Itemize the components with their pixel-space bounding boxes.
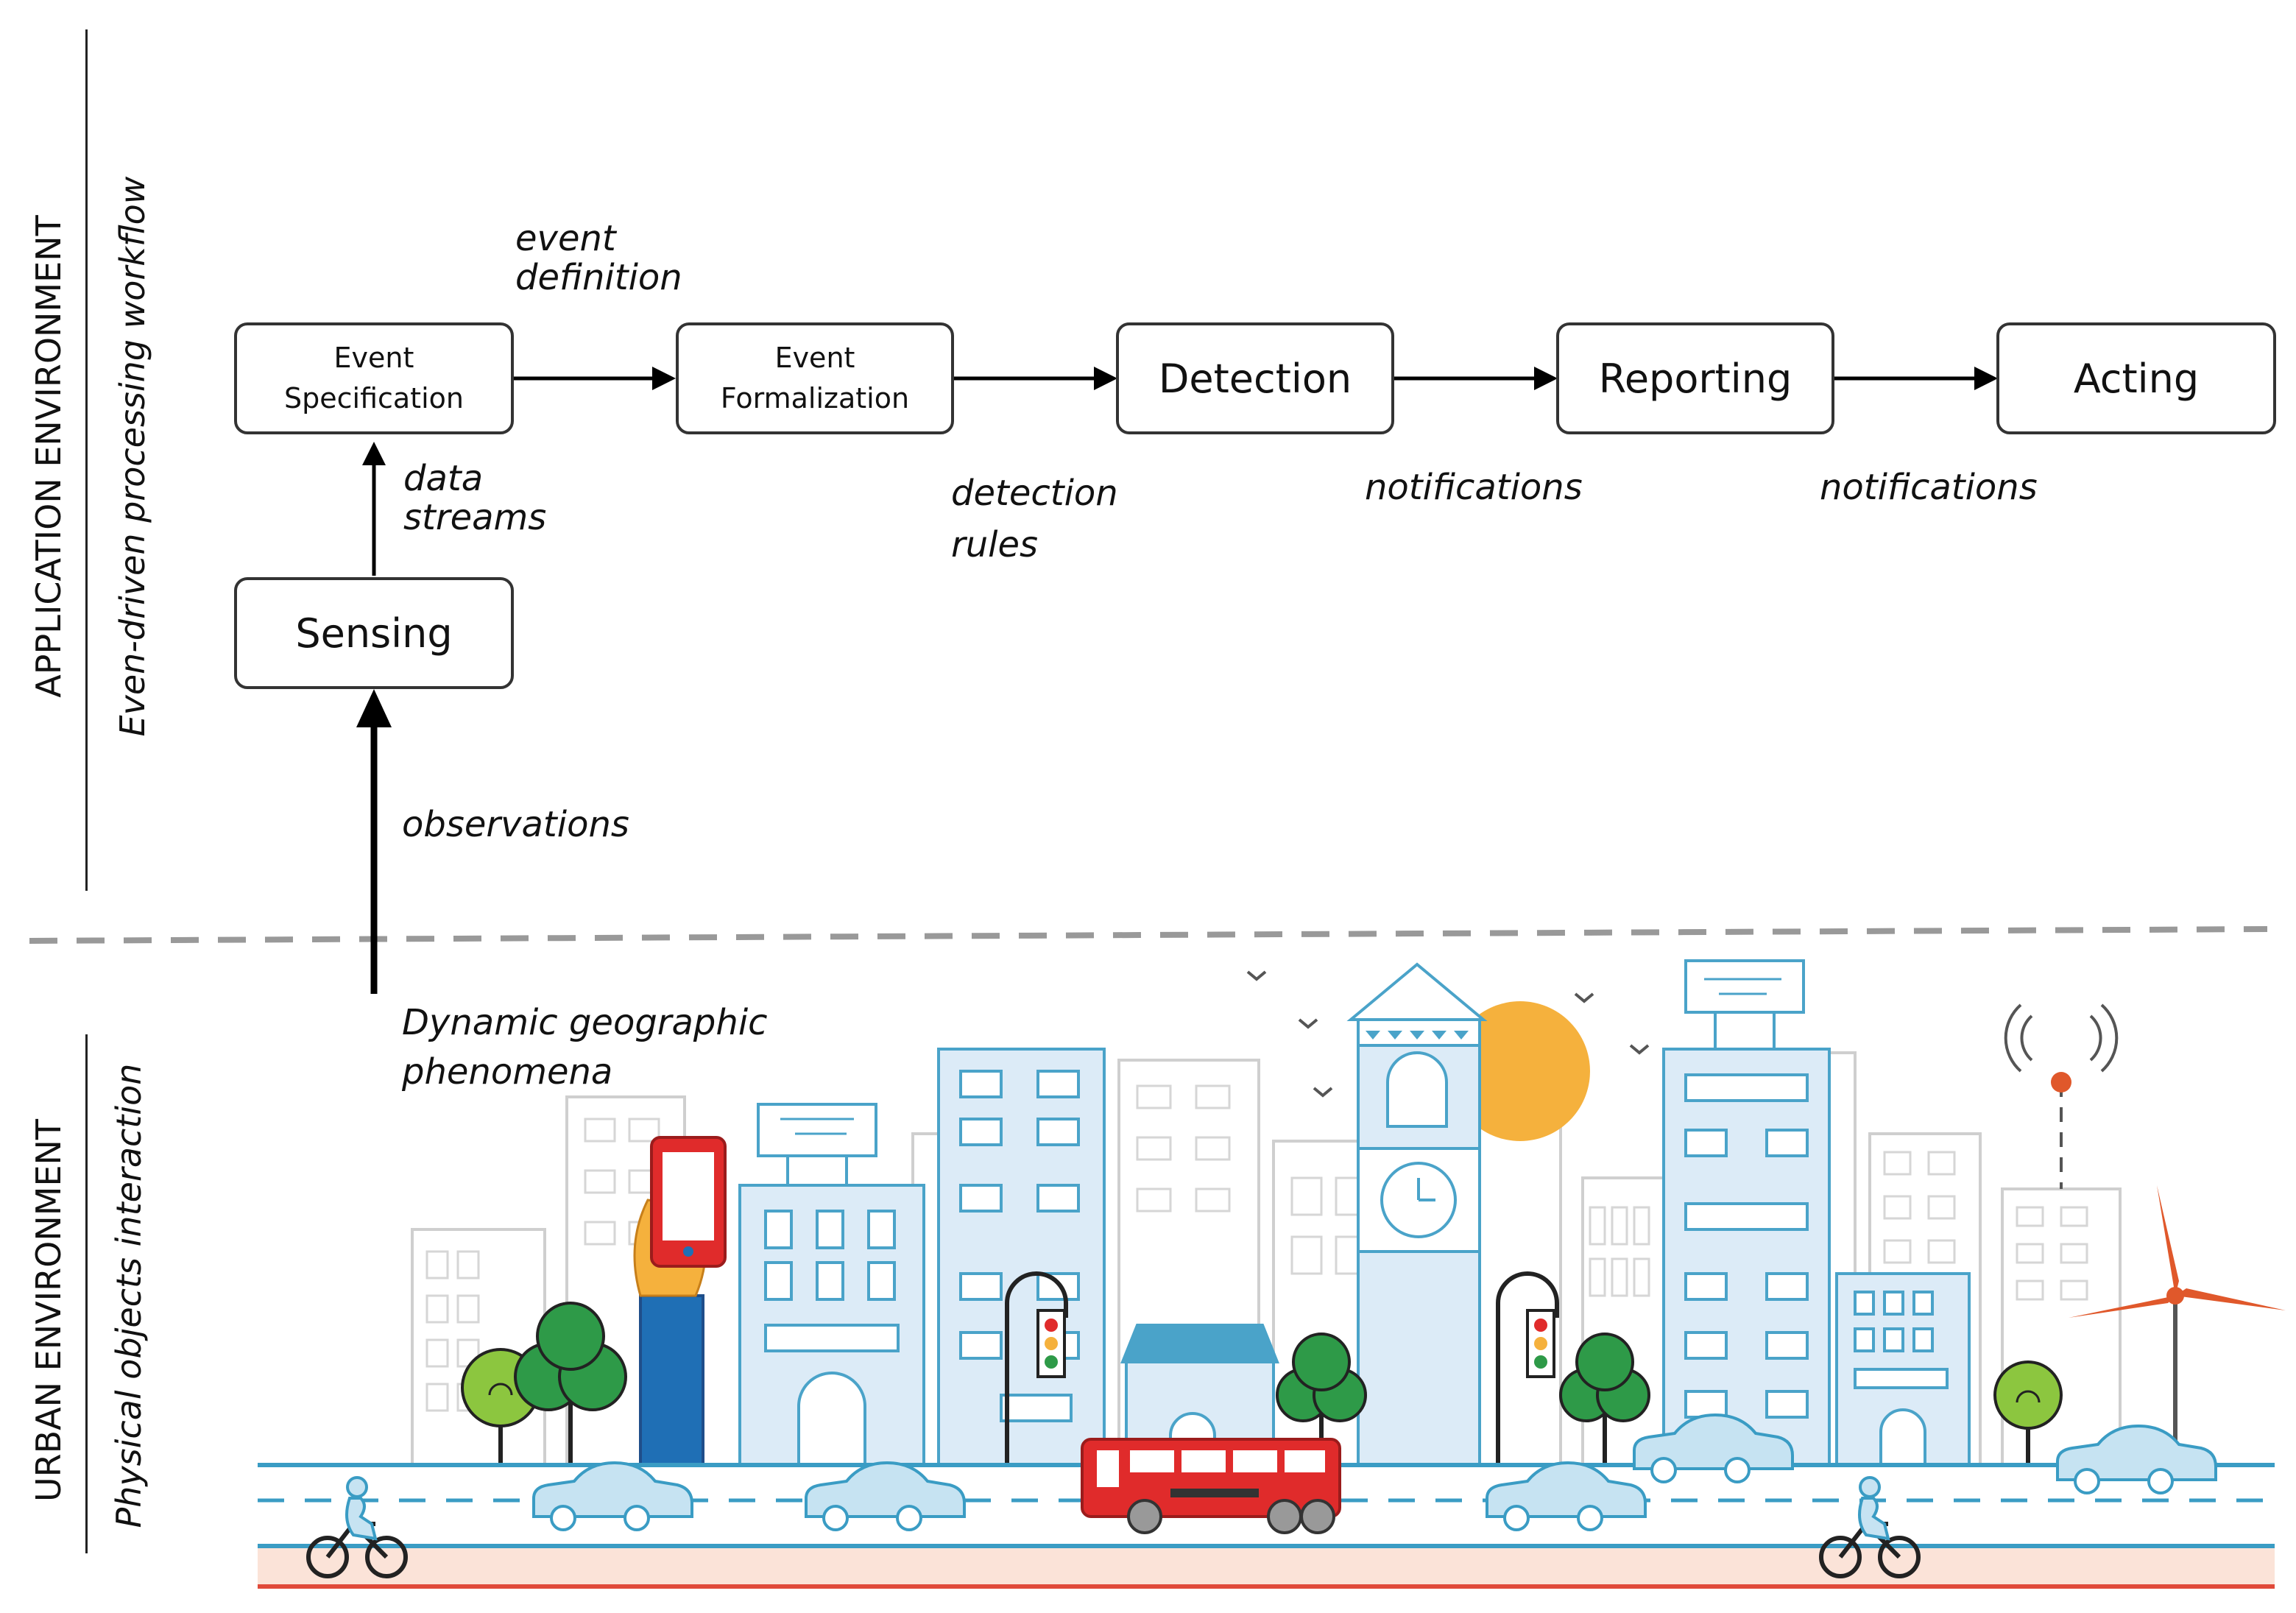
arrow-observations (356, 689, 392, 994)
arrow-formal-to-detection (954, 367, 1117, 390)
dashed-separator (29, 926, 2268, 944)
notifications-label-2: notifications (1820, 467, 2038, 508)
dynamic-phenomena-label: Dynamic geographic phenomena (402, 1002, 768, 1093)
sensing-box: Sensing (234, 577, 514, 689)
arrow-detection-to-reporting (1394, 367, 1558, 390)
event-definition-label: event definition (515, 218, 682, 298)
app-env-divider (85, 29, 88, 891)
detection-box: Detection (1116, 322, 1394, 434)
city-illustration (258, 959, 2286, 1589)
data-streams-label: data streams (403, 458, 547, 538)
acting-box: Acting (1996, 322, 2276, 434)
detection-rules-label: detection rules (951, 473, 1118, 565)
notifications-label-1: notifications (1365, 467, 1583, 508)
arrow-reporting-to-acting (1834, 367, 1998, 390)
reporting-box: Reporting (1556, 322, 1834, 434)
urban-env-divider (85, 1034, 88, 1553)
arrow-spec-to-formal (514, 367, 676, 390)
arrow-sensing-to-spec (362, 442, 386, 576)
event-specification-box: Event Specification (234, 322, 514, 434)
observations-label: observations (402, 804, 629, 845)
event-formalization-box: Event Formalization (676, 322, 954, 434)
